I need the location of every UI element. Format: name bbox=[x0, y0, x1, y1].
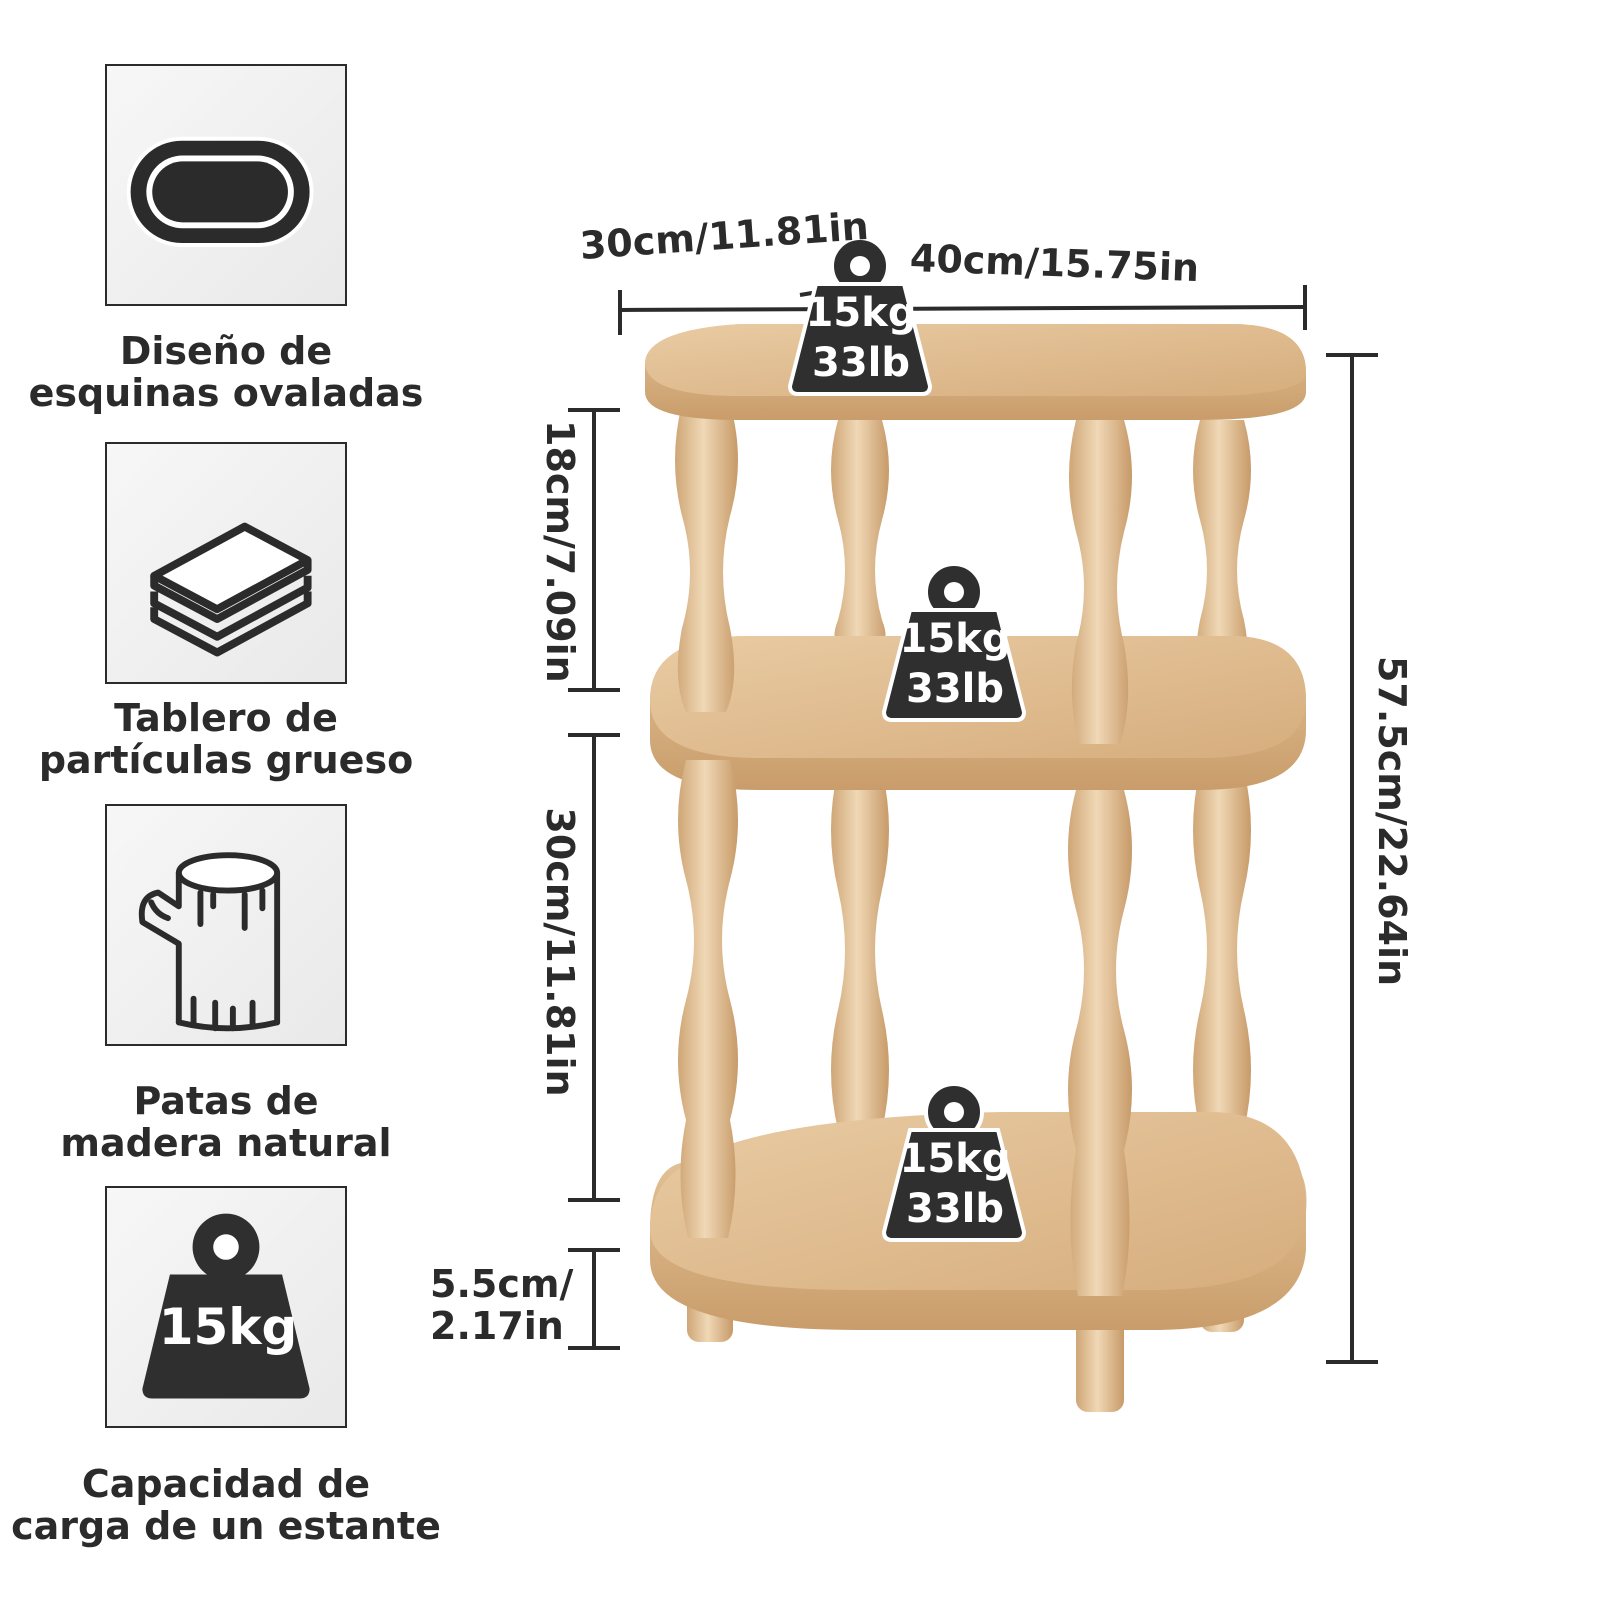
feature-label-line: Capacidad de bbox=[81, 1462, 371, 1506]
feature-box-oval bbox=[105, 64, 347, 306]
weight-icon bbox=[142, 1213, 310, 1399]
shelf-load-bottom-kg: 15kg bbox=[899, 1136, 1011, 1182]
leg-height-label-line2: 2.17in bbox=[430, 1304, 564, 1348]
dimension-lines bbox=[568, 283, 1378, 1364]
shelf-weight-bottom bbox=[881, 1082, 1027, 1242]
width-depth-line bbox=[619, 305, 1306, 312]
shelf-weight-top bbox=[787, 236, 933, 396]
shelf-load-middle-kg: 15kg bbox=[899, 616, 1011, 662]
shelf-load-top-kg: 15kg bbox=[805, 290, 917, 336]
shelf-weight-middle bbox=[881, 562, 1027, 722]
lower-gap-label: 30cm/11.81in bbox=[538, 807, 582, 1097]
feature-label-line: Patas de bbox=[133, 1079, 319, 1123]
wood-log-icon bbox=[138, 852, 281, 1032]
feature-box-log bbox=[105, 804, 347, 1046]
feature-label-line: Tablero de bbox=[114, 696, 338, 740]
shelf-load-top-lb: 33lb bbox=[811, 340, 910, 386]
front-legs bbox=[675, 404, 1132, 1296]
feature-label-line: carga de un estante bbox=[11, 1504, 441, 1548]
feature-box-weight: 15kg bbox=[105, 1186, 347, 1428]
feature-label-oval: Diseño de esquinas ovaladas bbox=[10, 330, 442, 414]
shelf-load-bottom-lb: 33lb bbox=[905, 1186, 1004, 1232]
layered-board-icon bbox=[150, 522, 312, 657]
feature-label-log: Patas de madera natural bbox=[10, 1080, 442, 1164]
weight-badge-text: 15kg bbox=[158, 1298, 298, 1356]
feature-label-line: madera natural bbox=[60, 1121, 392, 1165]
feature-box-board bbox=[105, 442, 347, 684]
shelf-load-middle-lb: 33lb bbox=[905, 666, 1004, 712]
oval-corner-icon bbox=[126, 136, 314, 247]
feature-label-line: Diseño de bbox=[119, 329, 333, 373]
back-legs bbox=[831, 420, 1251, 1190]
leg-height-label-line1: 5.5cm/ bbox=[430, 1262, 574, 1306]
feature-label-board: Tablero de partículas grueso bbox=[10, 697, 442, 781]
upper-gap-label: 18cm/7.09in bbox=[538, 420, 582, 683]
feature-label-line: partículas grueso bbox=[38, 738, 414, 782]
feature-label-line: esquinas ovaladas bbox=[28, 371, 424, 415]
feature-label-weight: Capacidad de carga de un estante bbox=[10, 1463, 442, 1547]
top-shelf bbox=[645, 324, 1306, 420]
total-height-label: 57.5cm/22.64in bbox=[1370, 656, 1414, 987]
